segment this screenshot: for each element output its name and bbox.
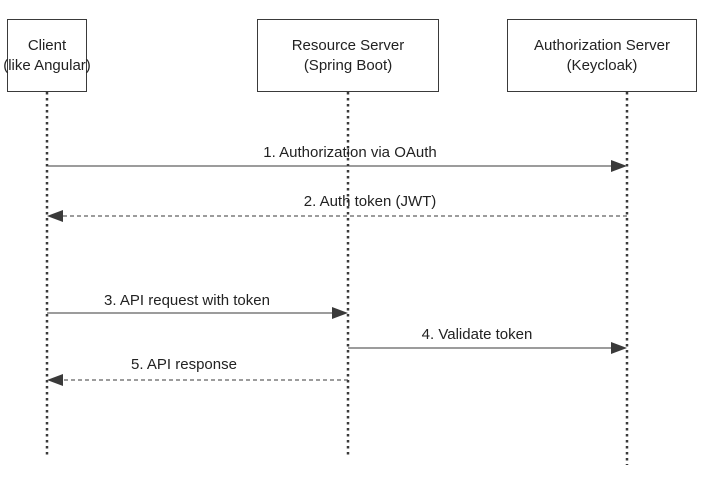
participant-resource-server-name: Resource Server: [291, 36, 405, 54]
message-label-4: 4. Validate token: [421, 326, 533, 343]
participant-authorization-server: Authorization Server (Keycloak): [507, 19, 697, 92]
message-label-2: 2. Auth token (JWT): [303, 193, 437, 210]
participant-resource-server: Resource Server (Spring Boot): [257, 19, 439, 92]
message-label-1: 1. Authorization via OAuth: [263, 144, 437, 161]
message-arrow-3: [47, 307, 348, 319]
message-label-3: 3. API request with token: [104, 292, 270, 309]
message-arrow-1: [47, 160, 627, 172]
participant-client-name: Client: [27, 36, 67, 54]
participant-authorization-server-name: Authorization Server: [534, 36, 670, 54]
participant-authorization-server-detail: (Keycloak): [566, 56, 638, 74]
message-arrow-2: [47, 210, 627, 222]
message-arrow-5: [47, 374, 348, 386]
message-label-5: 5. API response: [131, 356, 237, 373]
participant-resource-server-detail: (Spring Boot): [303, 56, 393, 74]
message-arrow-4: [348, 342, 627, 354]
participant-client: Client (like Angular): [3, 19, 91, 92]
participant-client-detail: (like Angular): [3, 56, 91, 74]
